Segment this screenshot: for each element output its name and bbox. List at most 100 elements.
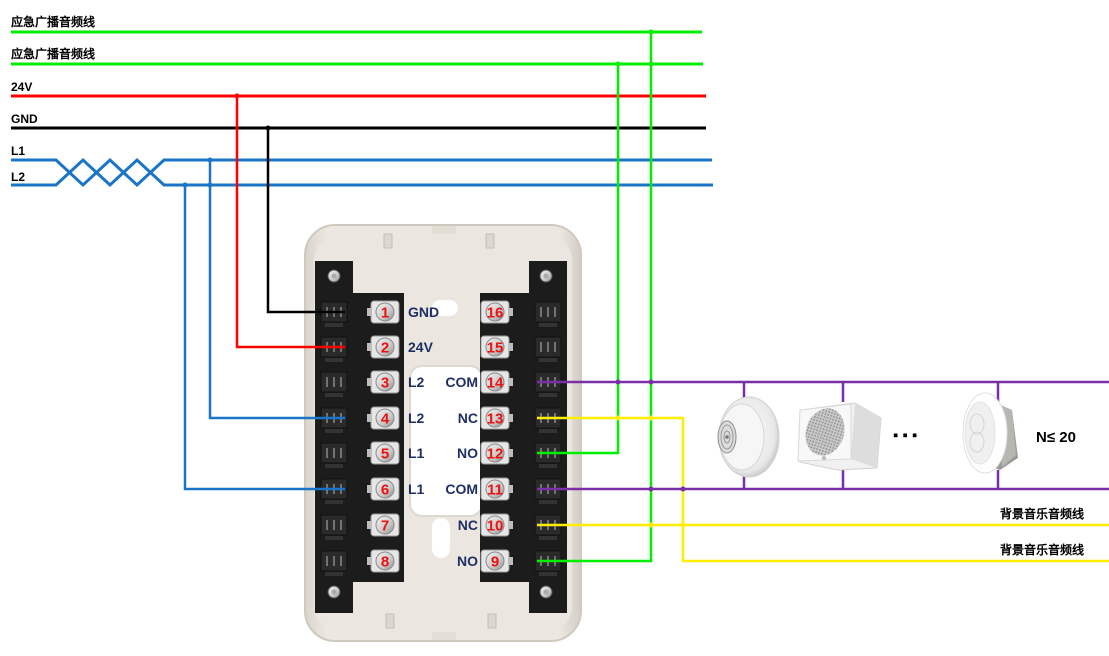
terminal-screw-icon — [375, 443, 395, 463]
terminal-11[interactable]: 11 COM — [445, 477, 513, 501]
junction-dot — [182, 182, 188, 188]
junction-dot — [207, 182, 213, 188]
terminal-number: 7 — [381, 518, 389, 535]
recessed-ceiling-speaker-icon — [962, 392, 1018, 474]
terminal-label: NC — [458, 410, 478, 426]
terminal-9[interactable]: 9NO — [457, 549, 513, 573]
bus-label-gnd: GND — [11, 112, 38, 126]
terminal-screw-icon — [485, 408, 505, 428]
bus-label-l2: L2 — [11, 170, 25, 184]
terminal-screw-icon — [375, 479, 395, 499]
terminal-screw-icon — [485, 443, 505, 463]
speaker-count-note: N≤ 20 — [1036, 429, 1076, 446]
ceiling-dome-speaker-icon — [717, 396, 780, 478]
terminal-3[interactable]: 3 L2 — [367, 370, 425, 394]
wire-no-12-emergency-audio — [537, 64, 620, 455]
junction-dot — [648, 486, 654, 492]
bus-line-l2 — [11, 157, 713, 188]
terminal-label: L1 — [408, 481, 425, 497]
background-audio-label-2: 背景音乐音频线 — [1000, 542, 1084, 557]
terminal-number: 3 — [381, 375, 389, 392]
terminal-number: 15 — [487, 340, 504, 357]
terminal-number: 10 — [487, 518, 504, 535]
terminal-number: 8 — [381, 554, 389, 571]
junction-dot — [648, 29, 654, 35]
terminal-15[interactable]: 15 — [480, 335, 513, 359]
junction-dot — [648, 522, 654, 528]
terminal-screw-icon — [485, 515, 505, 535]
terminal-number: 13 — [487, 411, 504, 428]
terminal-14[interactable]: 14 COM — [445, 370, 513, 394]
junction-dot — [265, 125, 271, 131]
mounting-screw-icon — [327, 585, 341, 599]
wire-24v-to-terminal-2 — [235, 96, 345, 349]
terminal-screw-icon — [485, 372, 505, 392]
terminal-label: NO — [457, 445, 478, 461]
terminal-screw-icon — [375, 551, 395, 571]
junction-dot — [615, 415, 621, 421]
mounting-screw-icon — [539, 585, 553, 599]
junction-dot — [648, 379, 654, 385]
terminal-13[interactable]: 13 NC — [458, 406, 513, 430]
terminal-label: NC — [458, 517, 478, 533]
terminal-number: 1 — [381, 305, 389, 322]
wire-l2-to-terminal-4 — [208, 160, 345, 420]
terminal-number: 14 — [487, 375, 504, 392]
terminal-2[interactable]: 2 24V — [367, 335, 434, 359]
terminal-4[interactable]: 4 L2 — [367, 406, 425, 430]
terminal-screw-icon — [375, 372, 395, 392]
terminal-screw-icon — [375, 515, 395, 535]
terminal-screw-icon — [485, 479, 505, 499]
terminal-16[interactable]: 16 — [480, 300, 513, 324]
junction-dot — [207, 157, 213, 163]
mounting-slot — [432, 518, 450, 558]
terminal-screw-icon — [485, 302, 505, 322]
terminal-label: COM — [445, 374, 478, 390]
terminal-label: GND — [408, 304, 439, 320]
terminal-screw-icon — [375, 408, 395, 428]
wall-box-speaker-icon — [797, 402, 882, 471]
terminal-label: 24V — [408, 339, 434, 355]
terminal-10[interactable]: 10 NC — [458, 513, 513, 537]
junction-dot — [680, 486, 686, 492]
terminal-number: 6 — [381, 482, 389, 499]
terminal-number: 12 — [487, 446, 504, 463]
terminal-number: 9 — [491, 554, 499, 571]
terminal-label: L1 — [408, 445, 425, 461]
bus-label-24v: 24V — [11, 80, 32, 94]
terminal-screw-icon — [375, 302, 395, 322]
wire-l1-to-terminal-6 — [183, 185, 345, 491]
bus-label-l1: L1 — [11, 144, 25, 158]
mounting-screw-icon — [539, 269, 553, 283]
junction-dot — [680, 522, 686, 528]
terminal-screw-icon — [485, 337, 505, 357]
terminal-6[interactable]: 6 L1 — [367, 477, 425, 501]
terminal-number: 2 — [381, 340, 389, 357]
terminal-1[interactable]: 1 GND — [367, 300, 439, 324]
terminal-label: COM — [445, 481, 478, 497]
junction-dot — [615, 379, 621, 385]
bus-line-l1 — [11, 157, 712, 188]
terminal-label: L2 — [408, 410, 425, 426]
terminal-number: 4 — [381, 411, 390, 428]
terminal-8[interactable]: 8 — [367, 549, 400, 573]
background-audio-label-1: 背景音乐音频线 — [1000, 506, 1084, 521]
ellipsis-more-speakers: ▪ ▪ ▪ — [893, 427, 917, 444]
terminal-12[interactable]: 12 NO — [457, 441, 513, 465]
junction-dot — [648, 61, 654, 67]
terminal-number: 16 — [487, 305, 504, 322]
bus-label-emergency-audio-2: 应急广播音频线 — [11, 46, 95, 61]
mounting-hole — [432, 300, 458, 316]
terminal-number: 11 — [487, 482, 503, 499]
junction-dot — [648, 415, 654, 421]
terminal-label: L2 — [408, 374, 425, 390]
terminal-screw-icon — [375, 337, 395, 357]
junction-dot — [615, 61, 621, 67]
terminal-number: 5 — [381, 446, 389, 463]
wire-gnd-to-terminal-1 — [266, 128, 345, 314]
mounting-screw-icon — [327, 269, 341, 283]
terminal-7[interactable]: 7 — [367, 513, 400, 537]
terminal-screw-icon — [485, 551, 505, 571]
terminal-5[interactable]: 5 L1 — [367, 441, 425, 465]
